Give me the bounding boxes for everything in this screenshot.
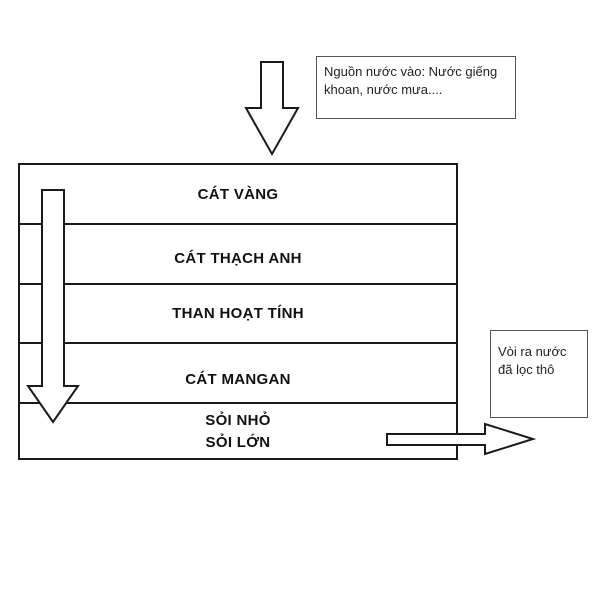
layer-label: CÁT VÀNG: [197, 185, 279, 203]
layer-cat-mangan: CÁT MANGAN: [20, 344, 456, 404]
outlet-arrow: [386, 422, 537, 456]
outlet-note: Vòi ra nước đã lọc thô: [490, 330, 588, 418]
inlet-note-line1: Nguồn nước vào: Nước giếng: [324, 64, 498, 79]
layer-soi: SỎI NHỎ SỎI LỚN: [20, 404, 456, 460]
inlet-arrow: [244, 61, 300, 157]
layer-label-line1: SỎI NHỎ: [205, 412, 271, 429]
layer-cat-vang: CÁT VÀNG: [20, 165, 456, 225]
layer-label: THAN HOẠT TÍNH: [172, 305, 304, 322]
layer-label-line2: SỎI LỚN: [205, 434, 271, 451]
layer-than-hoat-tinh: THAN HOẠT TÍNH: [20, 285, 456, 344]
inlet-note-line2: khoan, nước mưa....: [324, 82, 443, 97]
layer-cat-thach-anh: CÁT THẠCH ANH: [20, 225, 456, 285]
filter-column: CÁT VÀNG CÁT THẠCH ANH THAN HOẠT TÍNH CÁ…: [18, 163, 458, 460]
layer-label: CÁT THẠCH ANH: [174, 249, 302, 267]
outlet-note-line1: Vòi ra nước: [498, 344, 567, 359]
inlet-note: Nguồn nước vào: Nước giếng khoan, nước m…: [316, 56, 516, 119]
outlet-note-line2: đã lọc thô: [498, 362, 555, 377]
layer-label: CÁT MANGAN: [185, 370, 291, 388]
flow-down-arrow: [26, 189, 80, 424]
